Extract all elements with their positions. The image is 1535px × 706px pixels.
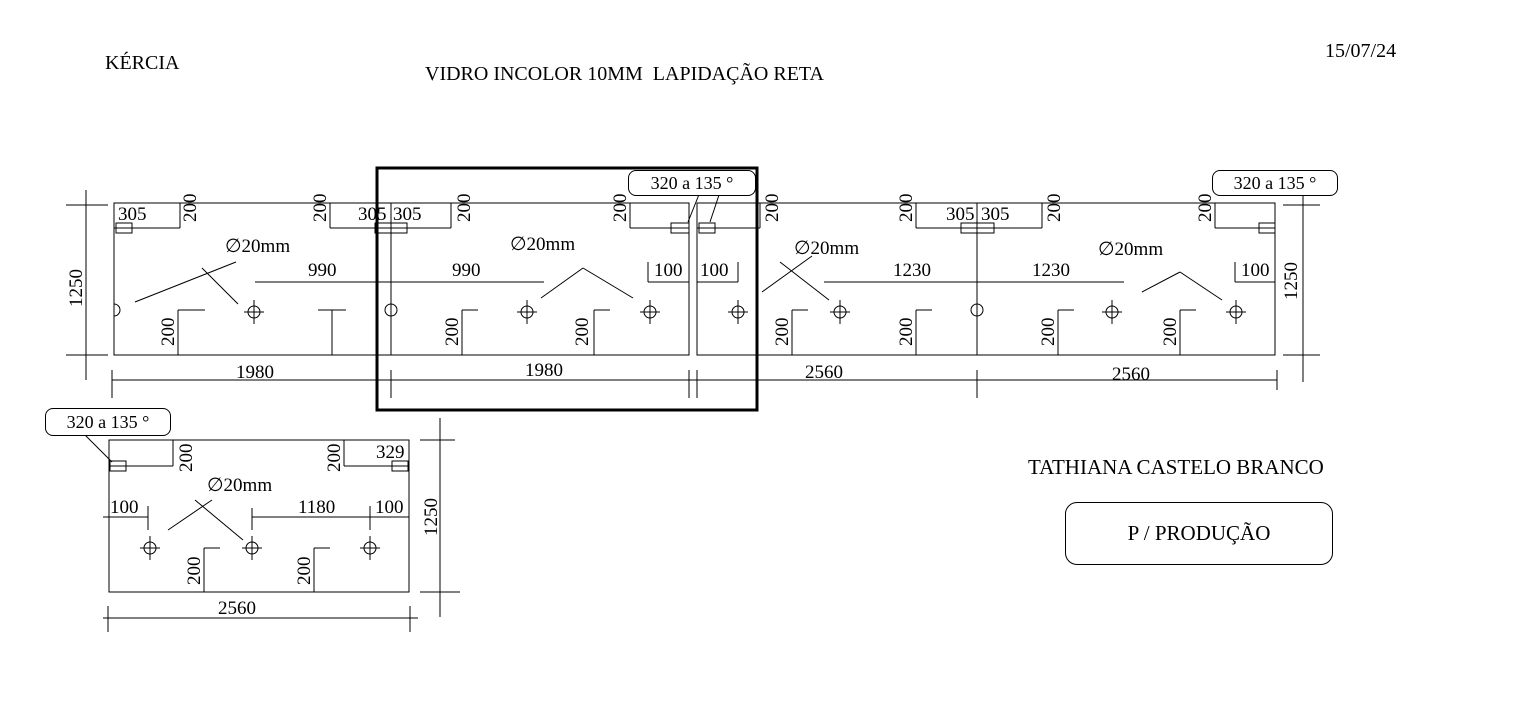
panel-c-d-outline bbox=[696, 202, 1276, 356]
hole-label-b: ∅20mm bbox=[510, 234, 575, 255]
dim-e-4: 100 bbox=[110, 497, 139, 518]
hole-label-a: ∅20mm bbox=[225, 236, 290, 257]
dim-c-2: 200 bbox=[896, 194, 917, 223]
dim-b-5: 100 bbox=[654, 260, 683, 281]
corner-callout-b: 320 a 135 ° bbox=[628, 170, 756, 196]
finish-label: LAPIDAÇÃO RETA bbox=[652, 63, 824, 85]
production-stamp: P / PRODUÇÃO bbox=[1065, 502, 1333, 565]
dim-b-6: 200 bbox=[442, 318, 463, 347]
dimension-labels: 305 200 200 305 305 200 200 200 200 305 … bbox=[66, 194, 1302, 620]
width-b: 1980 bbox=[525, 360, 563, 381]
dim-a-2: 200 bbox=[180, 194, 201, 223]
dim-c-3: 305 bbox=[946, 204, 975, 225]
material-spec: VIDRO INCOLOR 10MM LAPIDAÇÃO RETA bbox=[425, 63, 824, 86]
material-label: VIDRO INCOLOR 10MM bbox=[425, 63, 643, 85]
client-contact: TATHIANA CASTELO BRANCO bbox=[1028, 455, 1324, 479]
width-e: 2560 bbox=[218, 598, 256, 619]
hole-label-c: ∅20mm bbox=[794, 238, 859, 259]
dim-b-2: 200 bbox=[454, 194, 475, 223]
dim-c-1: 200 bbox=[762, 194, 783, 223]
drawing-date: 15/07/24 bbox=[1325, 40, 1397, 62]
hole-label-d: ∅20mm bbox=[1098, 239, 1163, 260]
dim-c-5: 1230 bbox=[893, 260, 931, 281]
dim-a-5: 990 bbox=[308, 260, 337, 281]
corner-callout-d: 320 a 135 ° bbox=[1212, 170, 1338, 196]
width-c: 2560 bbox=[805, 362, 843, 383]
dim-a-4: 305 bbox=[358, 204, 387, 225]
width-d: 2560 bbox=[1112, 364, 1150, 385]
dim-e-1: 200 bbox=[176, 444, 197, 473]
panel-a-b-outline bbox=[113, 202, 690, 356]
corner-callout-e: 320 a 135 ° bbox=[45, 408, 171, 436]
hole-label-e: ∅20mm bbox=[207, 475, 272, 496]
dim-c-7: 200 bbox=[896, 318, 917, 347]
dim-e-7: 200 bbox=[184, 557, 205, 586]
dim-b-3: 200 bbox=[610, 194, 631, 223]
dim-e-8: 200 bbox=[294, 557, 315, 586]
highlight-frame bbox=[375, 166, 759, 412]
dim-e-5: 1180 bbox=[298, 497, 335, 518]
dim-a-3: 200 bbox=[310, 194, 331, 223]
client-name: KÉRCIA bbox=[105, 52, 180, 74]
hole-markers bbox=[140, 300, 1246, 560]
dim-d-7: 200 bbox=[1160, 318, 1181, 347]
dim-c-4: 100 bbox=[700, 260, 729, 281]
height-d: 1250 bbox=[1281, 262, 1302, 300]
width-a: 1980 bbox=[236, 362, 274, 383]
dim-b-4: 990 bbox=[452, 260, 481, 281]
dim-a-1: 305 bbox=[118, 204, 147, 225]
dim-b-7: 200 bbox=[572, 318, 593, 347]
dim-d-3: 200 bbox=[1195, 194, 1216, 223]
dim-c-6: 200 bbox=[772, 318, 793, 347]
dim-d-4: 1230 bbox=[1032, 260, 1070, 281]
dim-e-6: 100 bbox=[375, 497, 404, 518]
dim-d-1: 305 bbox=[981, 204, 1010, 225]
dim-d-6: 200 bbox=[1038, 318, 1059, 347]
height-a: 1250 bbox=[66, 269, 87, 307]
panel-e-outline bbox=[108, 439, 410, 593]
dim-e-2: 200 bbox=[324, 444, 345, 473]
height-e: 1250 bbox=[421, 498, 442, 536]
dim-d-5: 100 bbox=[1241, 260, 1270, 281]
dim-b-1: 305 bbox=[393, 204, 422, 225]
dim-a-6: 200 bbox=[158, 318, 179, 347]
dim-d-2: 200 bbox=[1044, 194, 1065, 223]
dim-e-3: 329 bbox=[376, 442, 405, 463]
